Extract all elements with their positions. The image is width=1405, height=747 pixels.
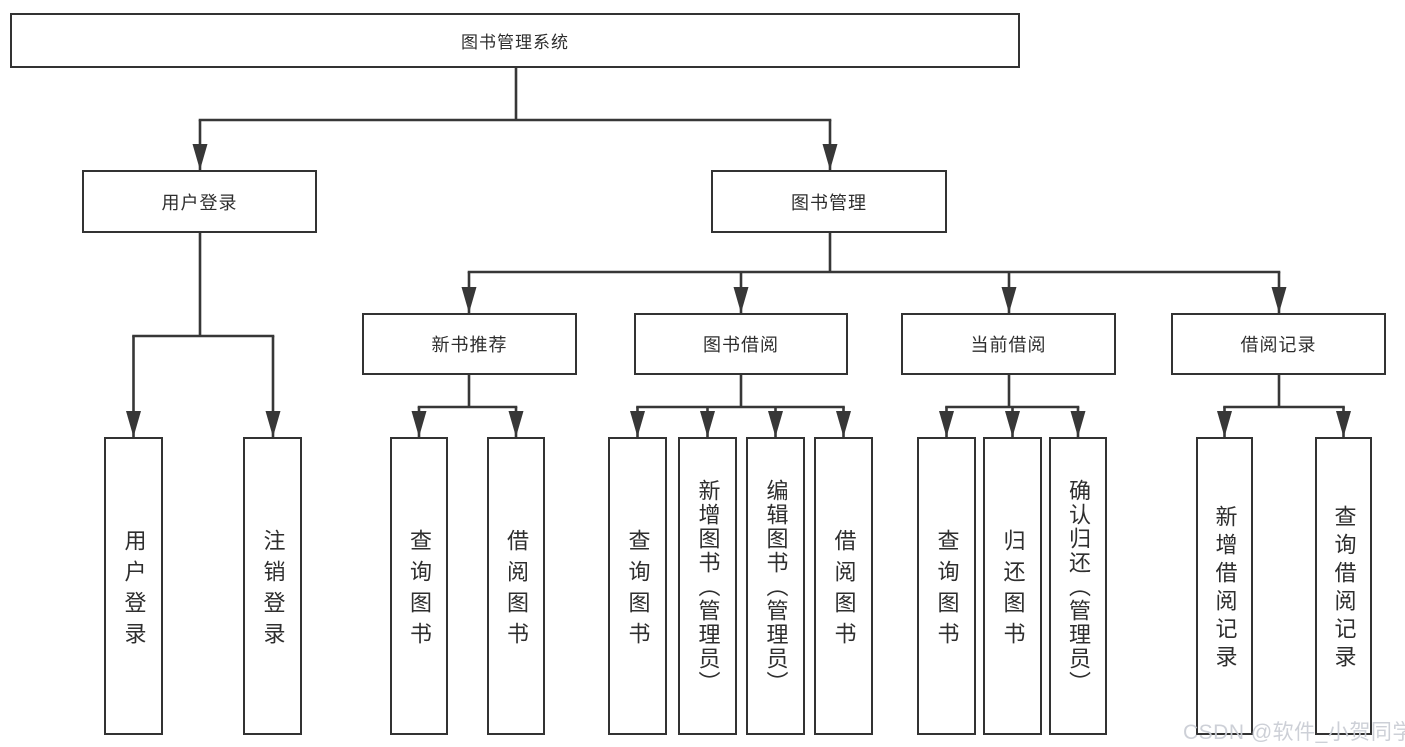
leaf-add-borrow-record: 新增借阅记录 [1196,437,1253,735]
node-label: 查询借阅记录 [1331,505,1357,673]
leaf-user-login: 用户登录 [104,437,163,735]
node-label: 查询图书 [934,528,960,653]
leaf-add-book-admin: 新增图书（管理员） [678,437,737,735]
node-label: 归还图书 [1000,528,1026,653]
node-label: 编辑图书（管理员） [763,479,789,695]
leaf-confirm-return-admin: 确认归还（管理员） [1049,437,1107,735]
node-label: 用户登录 [161,192,238,213]
node-label: 图书管理 [791,192,867,213]
node-current-borrow: 当前借阅 [901,313,1116,375]
connector-book-borrow-children [630,375,851,437]
node-label: 确认归还（管理员） [1066,479,1091,695]
node-book-borrow: 图书借阅 [634,313,848,375]
node-label: 注销登录 [260,528,286,653]
node-label: 借阅记录 [1240,335,1317,355]
connector-current-borrow-children [939,375,1086,437]
leaf-borrow-books-recommend: 借阅图书 [487,437,545,735]
node-label: 新书推荐 [431,335,508,355]
leaf-query-borrow-record: 查询借阅记录 [1315,437,1372,735]
node-book-management: 图书管理 [711,170,947,233]
node-new-book-recommend: 新书推荐 [362,313,577,375]
node-label: 图书借阅 [703,335,779,355]
node-label: 新增图书（管理员） [695,479,721,695]
connector-root-to-level2 [192,68,838,170]
leaf-logout: 注销登录 [243,437,302,735]
leaf-edit-book-admin: 编辑图书（管理员） [746,437,805,735]
node-label: 当前借阅 [970,335,1047,355]
node-label: 图书管理系统 [461,33,569,52]
node-borrow-records: 借阅记录 [1171,313,1386,375]
connector-borrow-records-children [1217,375,1351,437]
csdn-watermark: CSDN @软件_小贺同学 [1183,721,1405,744]
node-label: 查询图书 [625,528,651,653]
leaf-query-books-recommend: 查询图书 [390,437,448,735]
leaf-query-books-current: 查询图书 [917,437,976,735]
node-label: 借阅图书 [504,528,529,653]
node-library-management-system: 图书管理系统 [10,13,1020,68]
node-label: 借阅图书 [831,528,857,653]
connector-user-login-children [126,233,281,437]
leaf-borrow-books: 借阅图书 [814,437,873,735]
node-label: 新增借阅记录 [1212,505,1238,673]
leaf-return-book: 归还图书 [983,437,1042,735]
leaf-query-books-borrow: 查询图书 [608,437,667,735]
connector-book-management-children [461,233,1287,313]
node-user-login: 用户登录 [82,170,317,233]
node-label: 查询图书 [407,528,432,653]
node-label: 用户登录 [121,528,147,653]
connector-new-book-recommend-children [411,375,524,437]
